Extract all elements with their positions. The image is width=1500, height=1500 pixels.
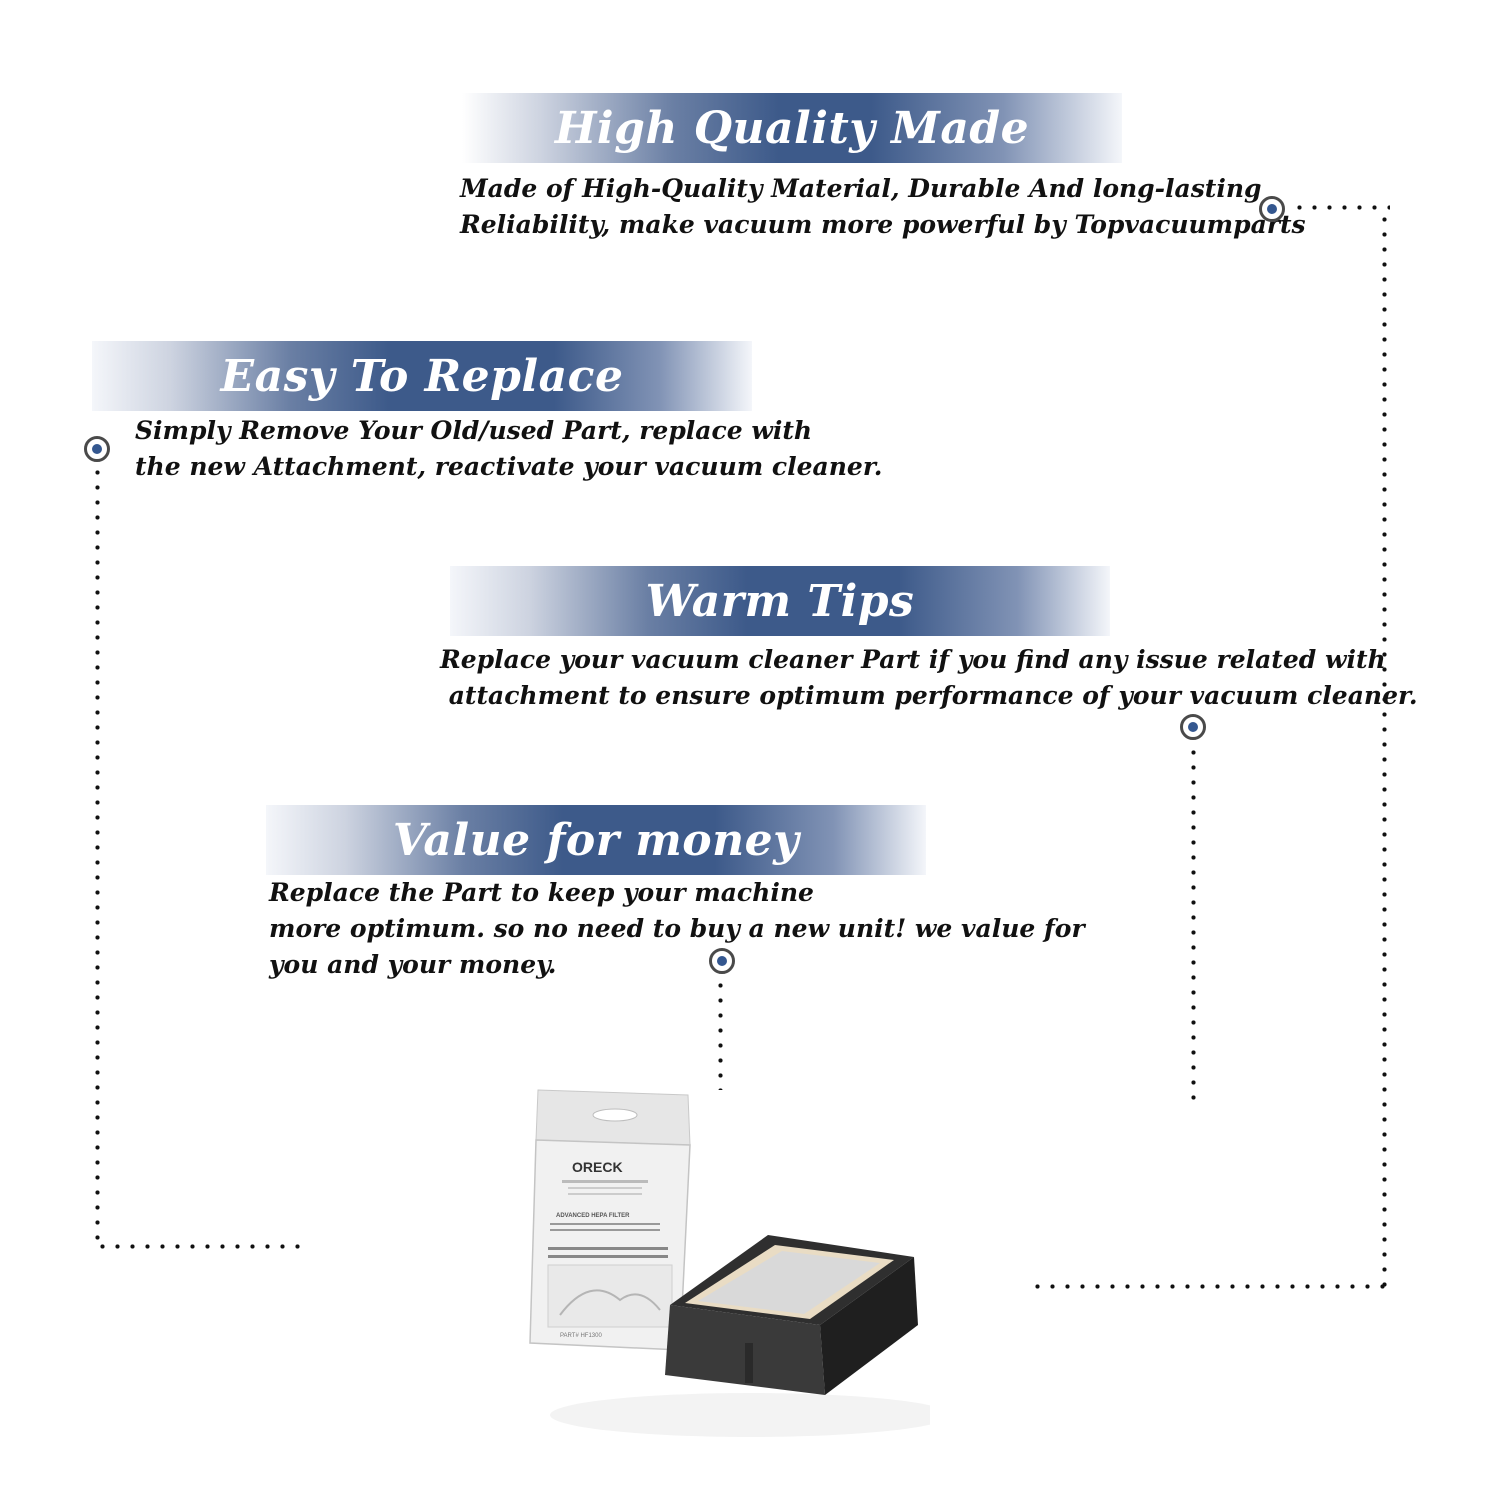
dotted-connector	[95, 465, 100, 1250]
description-line: Simply Remove Your Old/used Part, replac…	[135, 416, 813, 445]
product-label: ADVANCED HEPA FILTER	[556, 1213, 630, 1219]
dotted-connector	[718, 978, 723, 1090]
description-value-for-money: Replace the Part to keep your machine mo…	[269, 875, 1085, 983]
banner-title: Warm Tips	[645, 575, 915, 627]
banner-warm-tips: Warm Tips	[450, 566, 1110, 636]
dotted-connector	[1030, 1284, 1386, 1289]
description-line: you and your money.	[269, 950, 557, 979]
banner-value-for-money: Value for money	[266, 805, 926, 875]
dotted-connector	[1191, 745, 1196, 1110]
description-high-quality: Made of High-Quality Material, Durable A…	[460, 171, 1306, 243]
description-easy-to-replace: Simply Remove Your Old/used Part, replac…	[135, 413, 882, 485]
description-line: Reliability, make vacuum more powerful b…	[460, 210, 1306, 239]
filter-box: ORECK ADVANCED HEPA FILTER PART# HF1300	[529, 1089, 691, 1351]
dotted-connector	[95, 1244, 300, 1249]
dotted-connector	[1382, 212, 1387, 1292]
marker-dot-icon	[84, 436, 110, 462]
brand-label: ORECK	[572, 1159, 623, 1175]
description-warm-tips: Replace your vacuum cleaner Part if you …	[440, 642, 1418, 714]
banner-high-quality: High Quality Made	[462, 93, 1122, 163]
marker-dot-icon	[1259, 196, 1285, 222]
part-number: PART# HF1300	[560, 1333, 602, 1339]
marker-dot-icon	[709, 948, 735, 974]
hepa-filter	[665, 1235, 918, 1395]
description-line: Replace the Part to keep your machine	[269, 878, 814, 907]
banner-easy-to-replace: Easy To Replace	[92, 341, 752, 411]
description-line: Replace your vacuum cleaner Part if you …	[440, 645, 1386, 674]
description-line: more optimum. so no need to buy a new un…	[269, 914, 1085, 943]
banner-title: Easy To Replace	[220, 350, 624, 402]
banner-title: High Quality Made	[554, 102, 1030, 154]
marker-dot-icon	[1180, 714, 1206, 740]
description-line: Made of High-Quality Material, Durable A…	[460, 174, 1262, 203]
product-image: ORECK ADVANCED HEPA FILTER PART# HF1300	[529, 1089, 930, 1437]
banner-title: Value for money	[392, 814, 800, 866]
dotted-connector	[1292, 205, 1390, 210]
description-line: the new Attachment, reactivate your vacu…	[135, 452, 883, 481]
description-line: attachment to ensure optimum performance…	[440, 681, 1418, 710]
